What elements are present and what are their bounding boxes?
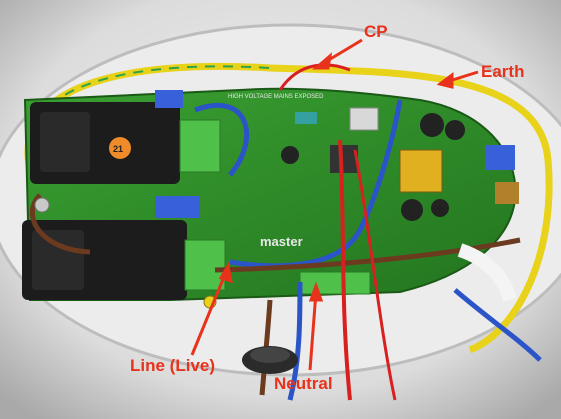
usb-connector bbox=[349, 107, 379, 131]
line-arrowhead bbox=[218, 261, 233, 284]
cp-arrowhead bbox=[311, 52, 333, 70]
electrolytic-cap-3 bbox=[401, 199, 423, 221]
sticker-text: 21 bbox=[113, 144, 123, 154]
electrolytic-cap-4 bbox=[431, 199, 449, 217]
blue-wire-right bbox=[453, 288, 542, 362]
brand-marking: master bbox=[260, 234, 303, 249]
electrolytic-cap-1 bbox=[420, 113, 444, 137]
neutral-wire bbox=[287, 281, 303, 401]
red-wire-long bbox=[338, 139, 352, 401]
blue-capacitor-1 bbox=[155, 90, 183, 108]
terminal-block-top bbox=[179, 119, 221, 173]
red-wire-2 bbox=[353, 149, 397, 401]
microcontroller bbox=[330, 145, 358, 173]
header-pins bbox=[295, 112, 317, 124]
relay-bottom-cap bbox=[32, 230, 84, 290]
relay-top-cap bbox=[40, 112, 90, 172]
callout-neutral: Neutral bbox=[274, 374, 333, 393]
inductor bbox=[495, 182, 519, 204]
callout-cp: CP bbox=[364, 22, 388, 41]
id-sticker bbox=[109, 137, 131, 159]
transformer bbox=[399, 149, 443, 193]
brown-wire-left bbox=[29, 193, 91, 255]
line-arrow bbox=[190, 271, 228, 356]
electrolytic-cap-2 bbox=[445, 120, 465, 140]
earth-arrowhead bbox=[436, 72, 454, 89]
cp-wire bbox=[278, 63, 351, 91]
neutral-arrow bbox=[308, 291, 318, 371]
ring-terminal-1 bbox=[34, 197, 50, 213]
callout-line-live: Line (Live) bbox=[130, 356, 216, 375]
callout-arrows bbox=[190, 38, 479, 371]
cable-gland-nut bbox=[250, 347, 290, 363]
white-cable-sleeve bbox=[457, 243, 517, 302]
terminal-block-neutral bbox=[299, 271, 371, 295]
brown-wire-main bbox=[214, 237, 521, 273]
blue-wire-top bbox=[194, 102, 250, 177]
neutral-arrowhead bbox=[308, 281, 324, 302]
warning-marking: HIGH VOLTAGE MAINS EXPOSED bbox=[228, 94, 324, 100]
blue-capacitor-3 bbox=[485, 145, 515, 170]
blue-capacitor-2 bbox=[155, 196, 200, 218]
live-wire bbox=[259, 299, 273, 396]
callout-earth: Earth bbox=[481, 62, 525, 81]
small-cap bbox=[281, 146, 299, 164]
terminal-block-bottom bbox=[184, 239, 226, 291]
